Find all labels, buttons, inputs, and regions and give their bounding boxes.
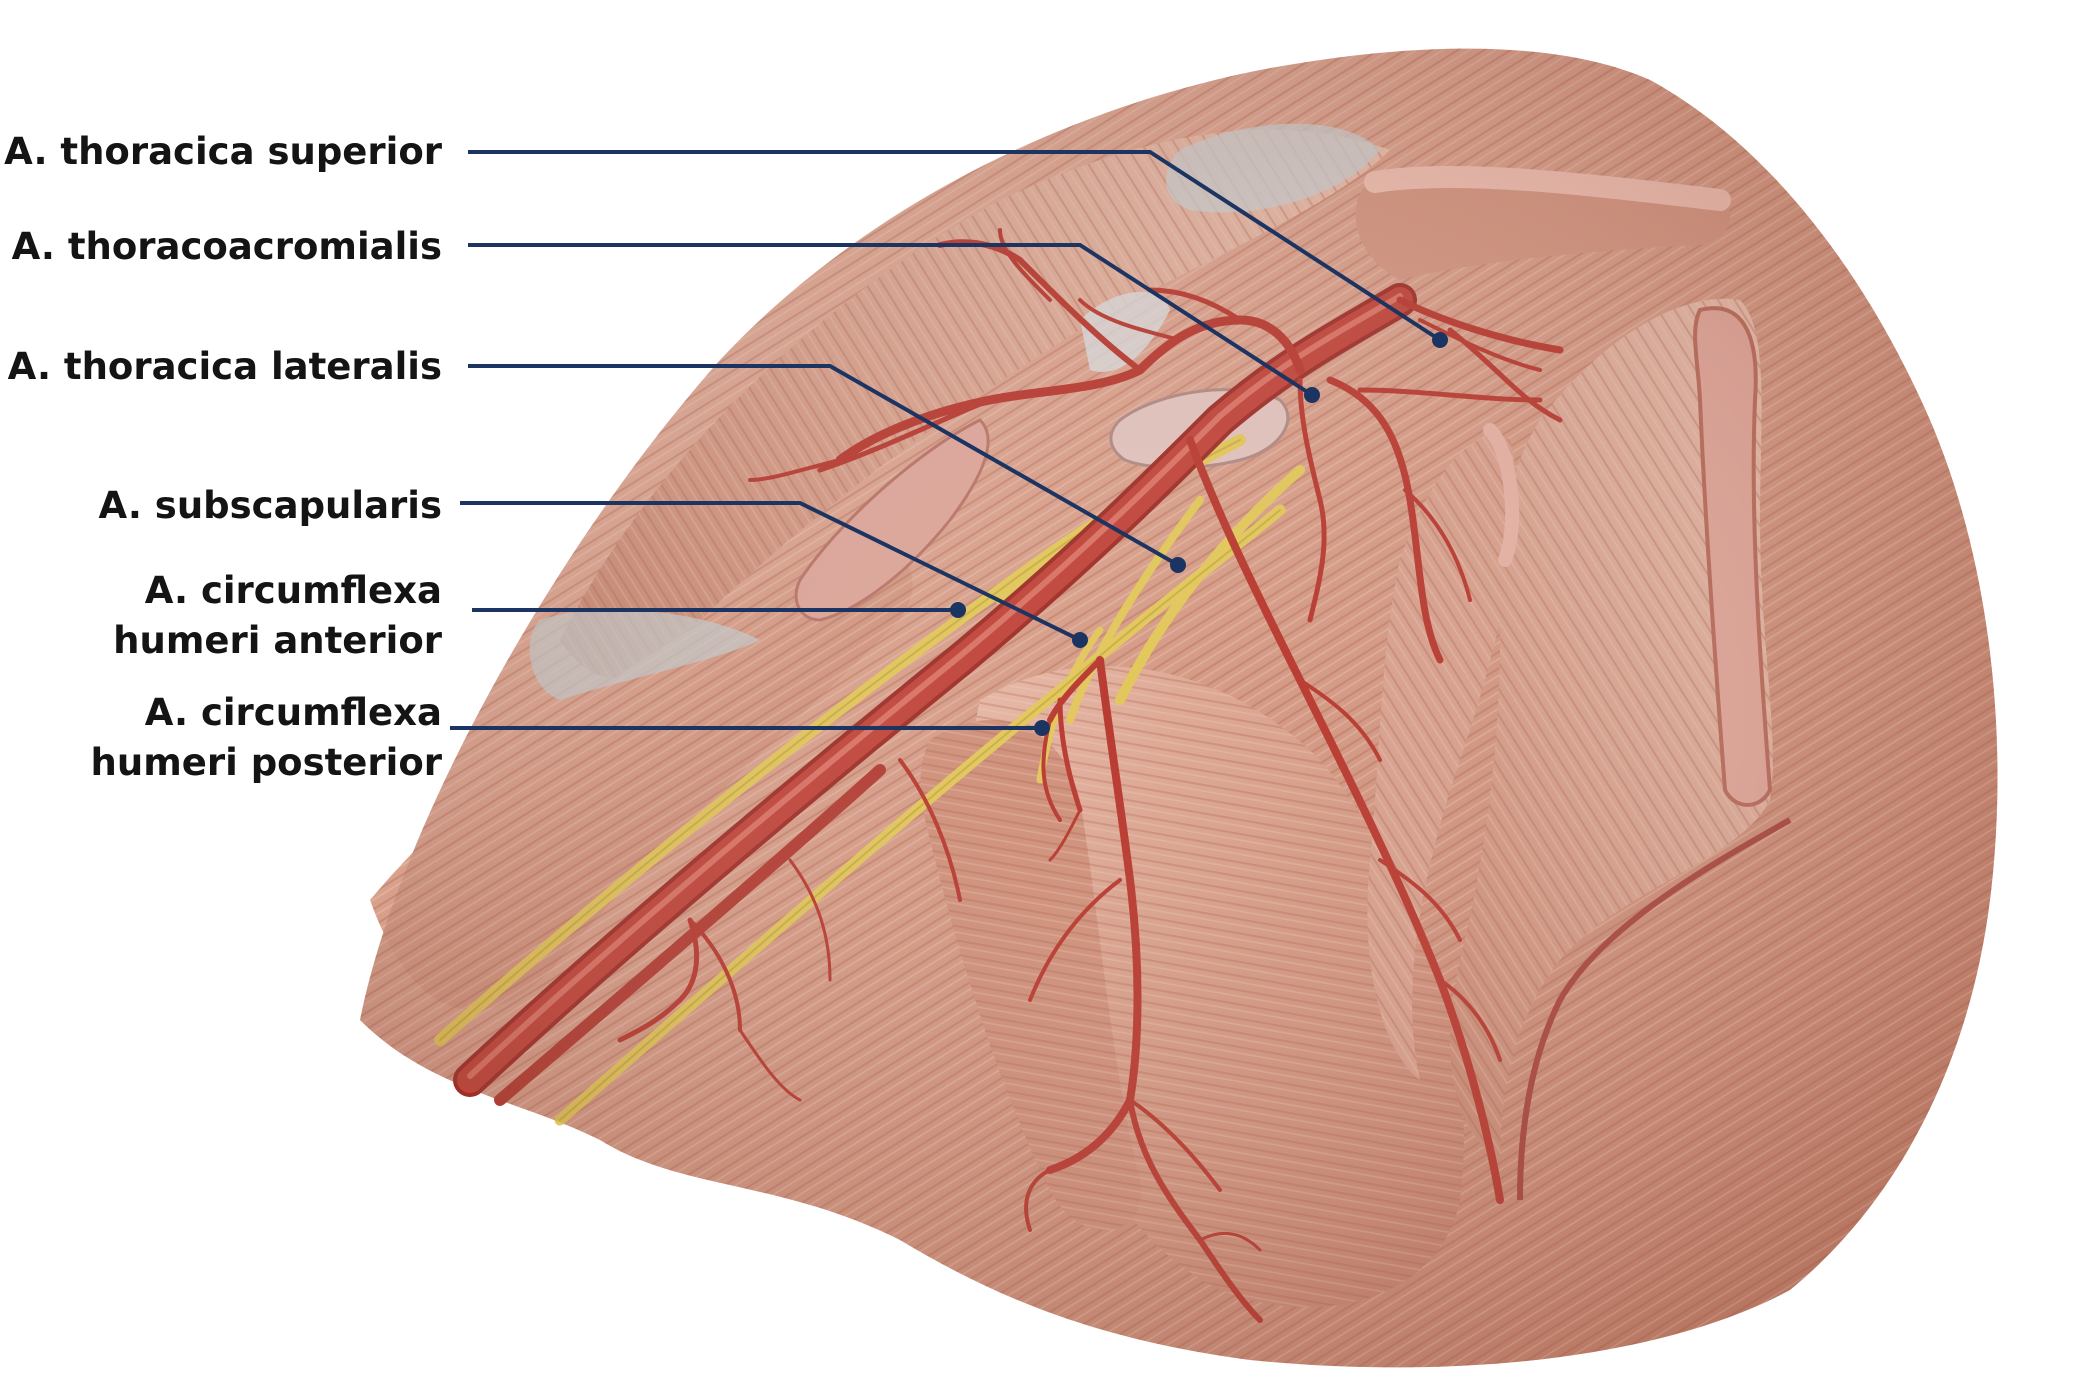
label-subscapularis: A. subscapularis: [99, 481, 442, 531]
leader-dot-thoracoacromialis: [1304, 387, 1320, 403]
label-line: A. circumflexa: [144, 691, 442, 734]
leader-dots: [950, 332, 1448, 736]
label-line: humeri anterior: [113, 619, 442, 662]
leader-dot-circumflexa-anterior: [950, 602, 966, 618]
label-circumflexa-humeri-anterior: A. circumflexa humeri anterior: [113, 566, 442, 666]
label-circumflexa-humeri-posterior: A. circumflexa humeri posterior: [91, 688, 442, 788]
label-line: A. thoracica lateralis: [7, 345, 442, 388]
label-line: A. circumflexa: [144, 569, 442, 612]
leader-line-thoracica-lateralis: [468, 364, 1179, 567]
leader-dot-thoracica-lateralis: [1170, 557, 1186, 573]
label-thoracoacromialis: A. thoracoacromialis: [12, 222, 442, 272]
leader-dot-subscapularis: [1072, 632, 1088, 648]
label-thoracica-superior: A. thoracica superior: [4, 127, 442, 177]
leader-line-thoracoacromialis: [468, 243, 1314, 397]
label-line: A. thoracoacromialis: [11, 225, 442, 268]
leader-line-thoracica-superior: [468, 150, 1442, 342]
leader-line-subscapularis: [460, 501, 1081, 642]
label-line: A. thoracica superior: [4, 130, 442, 173]
leader-dot-circumflexa-posterior: [1034, 720, 1050, 736]
leader-lines: [450, 150, 1442, 730]
label-thoracica-lateralis: A. thoracica lateralis: [8, 342, 442, 392]
label-line: humeri posterior: [90, 741, 442, 784]
leader-dot-thoracica-superior: [1432, 332, 1448, 348]
label-line: A. subscapularis: [98, 484, 442, 527]
